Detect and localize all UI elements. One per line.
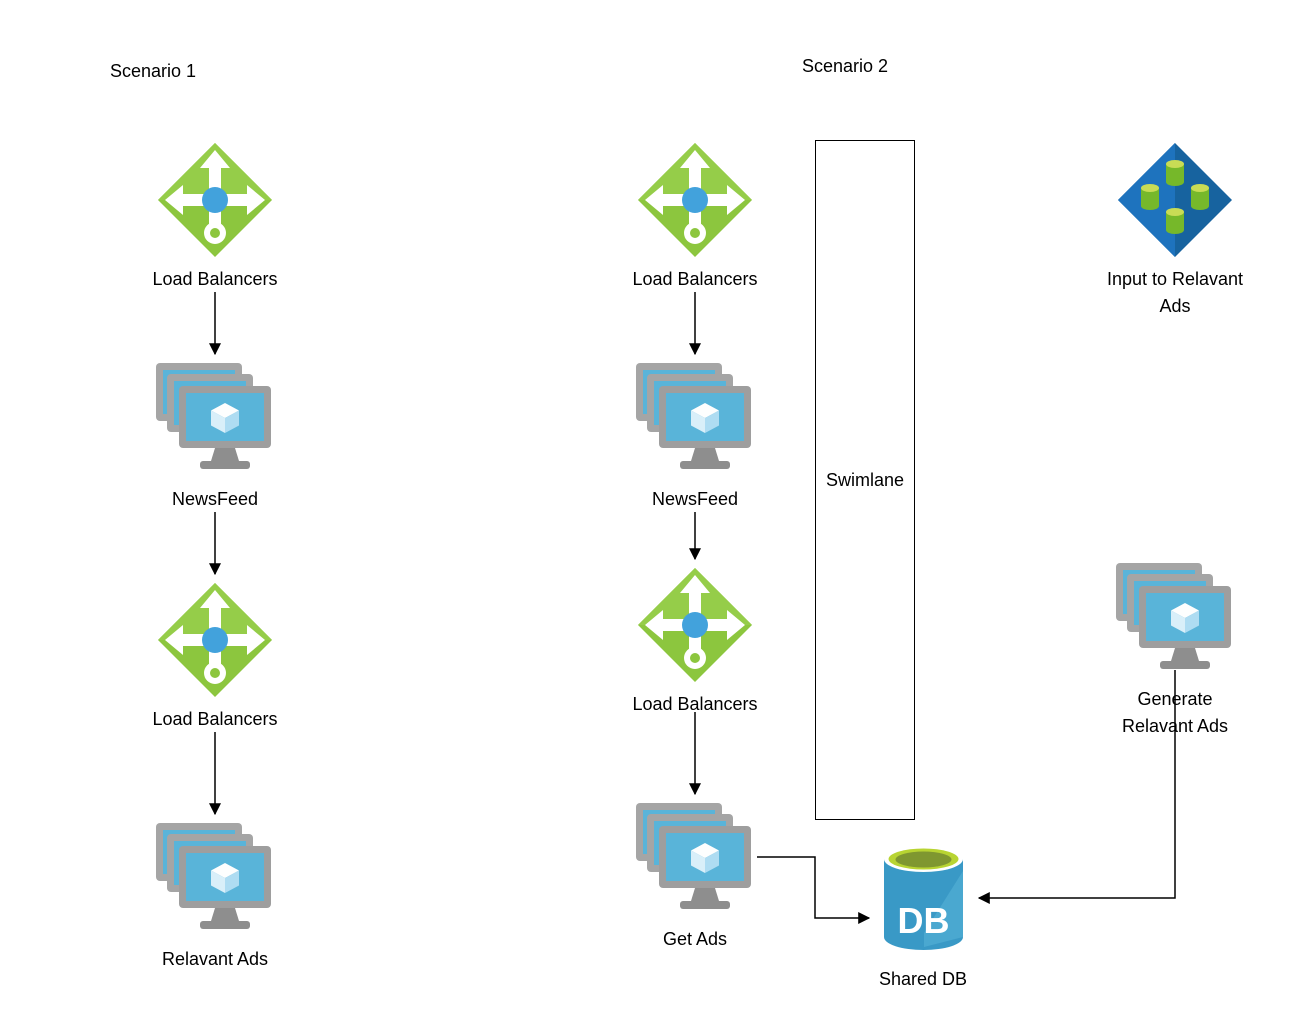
db-icon-text: DB	[897, 900, 949, 941]
swimlane-box: Swimlane	[815, 140, 915, 820]
arrow-getads-to-shareddb	[757, 856, 871, 924]
s1-load-balancers-top-node: Load Balancers	[115, 140, 315, 293]
node-label: Shared DB	[878, 969, 968, 989]
scenario2-title: Scenario 2	[802, 56, 889, 76]
s2-get-ads-node: Get Ads	[595, 800, 795, 953]
node-label: Load Balancers	[632, 694, 758, 714]
vm-stack-icon	[633, 360, 758, 480]
node-label: Input to Relavant Ads	[1106, 269, 1244, 316]
input-cylinders-icon	[1115, 140, 1235, 260]
load-balancer-icon	[635, 565, 755, 685]
node-label: Load Balancers	[152, 269, 278, 289]
generate-relavant-ads-node: Generate Relavant Ads	[1075, 560, 1275, 740]
s1-relavant-ads-node: Relavant Ads	[115, 820, 315, 973]
s1-newsfeed-node: NewsFeed	[115, 360, 315, 513]
s2-load-balancers-bottom-node: Load Balancers	[595, 565, 795, 718]
node-label: Generate Relavant Ads	[1121, 689, 1229, 736]
arrow-generate-to-shareddb	[977, 670, 1176, 904]
vm-stack-icon	[633, 800, 758, 920]
node-label: Relavant Ads	[161, 949, 269, 969]
node-label: NewsFeed	[171, 489, 259, 509]
load-balancer-icon	[635, 140, 755, 260]
node-label: Load Balancers	[632, 269, 758, 289]
shared-db-node: DB Shared DB	[838, 843, 1008, 993]
database-icon: DB	[883, 846, 963, 950]
node-label: Load Balancers	[152, 709, 278, 729]
swimlane-label: Swimlane	[825, 469, 905, 490]
s2-newsfeed-node: NewsFeed	[595, 360, 795, 513]
node-label: NewsFeed	[651, 489, 739, 509]
scenario1-title: Scenario 1	[110, 61, 197, 81]
node-label: Get Ads	[662, 929, 728, 949]
s2-load-balancers-top-node: Load Balancers	[595, 140, 795, 293]
input-to-relavant-ads-node: Input to Relavant Ads	[1075, 140, 1275, 320]
s1-load-balancers-bottom-node: Load Balancers	[115, 580, 315, 733]
vm-stack-icon	[153, 820, 278, 940]
load-balancer-icon	[155, 580, 275, 700]
vm-stack-icon	[153, 360, 278, 480]
vm-stack-icon	[1113, 560, 1238, 680]
load-balancer-icon	[155, 140, 275, 260]
